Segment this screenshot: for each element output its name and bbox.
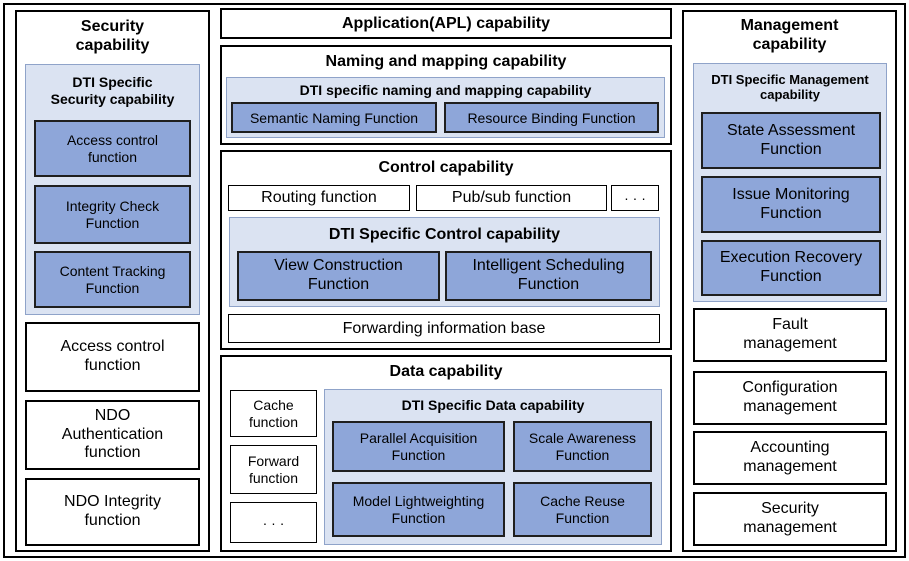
security-access-control-function: Access control function (34, 120, 191, 177)
resource-binding-function: Resource Binding Function (444, 102, 659, 133)
dti-security-title: DTI Specific Security capability (50, 74, 175, 107)
ndo-integrity-function: NDO Integrity function (25, 478, 200, 546)
ndo-authentication-function: NDO Authentication function (25, 400, 200, 470)
data-more-ellipsis: · · · (230, 502, 317, 543)
accounting-management: Accounting management (693, 431, 887, 485)
state-assessment-function: State Assessment Function (701, 112, 881, 169)
dti-data-title: DTI Specific Data capability (401, 397, 585, 413)
view-construction-function: View Construction Function (237, 251, 440, 301)
fault-management: Fault management (693, 308, 887, 362)
security-integrity-check-function: Integrity Check Function (34, 185, 191, 244)
access-control-function: Access control function (25, 322, 200, 392)
forward-function: Forward function (230, 445, 317, 494)
pub-sub-function: Pub/sub function (416, 185, 607, 211)
management-capability-title: Management capability (740, 17, 839, 53)
data-capability-title: Data capability (389, 363, 503, 380)
security-management: Security management (693, 492, 887, 546)
dti-control-title: DTI Specific Control capability (328, 226, 561, 243)
application-capability: Application(APL) capability (220, 8, 672, 39)
dti-naming-title: DTI specific naming and mapping capabili… (299, 82, 592, 98)
routing-function: Routing function (228, 185, 410, 211)
security-content-tracking-function: Content Tracking Function (34, 251, 191, 308)
model-lightweighting-function: Model Lightweighting Function (332, 482, 505, 537)
scale-awareness-function: Scale Awareness Function (513, 421, 652, 472)
cache-reuse-function: Cache Reuse Function (513, 482, 652, 537)
parallel-acquisition-function: Parallel Acquisition Function (332, 421, 505, 472)
configuration-management: Configuration management (693, 371, 887, 425)
dti-management-title: DTI Specific Management capability (711, 71, 869, 102)
control-more-ellipsis: · · · (611, 185, 659, 211)
control-capability-title: Control capability (378, 159, 514, 176)
cache-function: Cache function (230, 390, 317, 437)
security-capability-title: Security capability (75, 18, 150, 54)
naming-mapping-title: Naming and mapping capability (325, 53, 567, 70)
semantic-naming-function: Semantic Naming Function (231, 102, 437, 133)
forwarding-information-base: Forwarding information base (228, 314, 660, 343)
intelligent-scheduling-function: Intelligent Scheduling Function (445, 251, 652, 301)
issue-monitoring-function: Issue Monitoring Function (701, 176, 881, 233)
outer-frame (3, 3, 906, 558)
execution-recovery-function: Execution Recovery Function (701, 240, 881, 296)
